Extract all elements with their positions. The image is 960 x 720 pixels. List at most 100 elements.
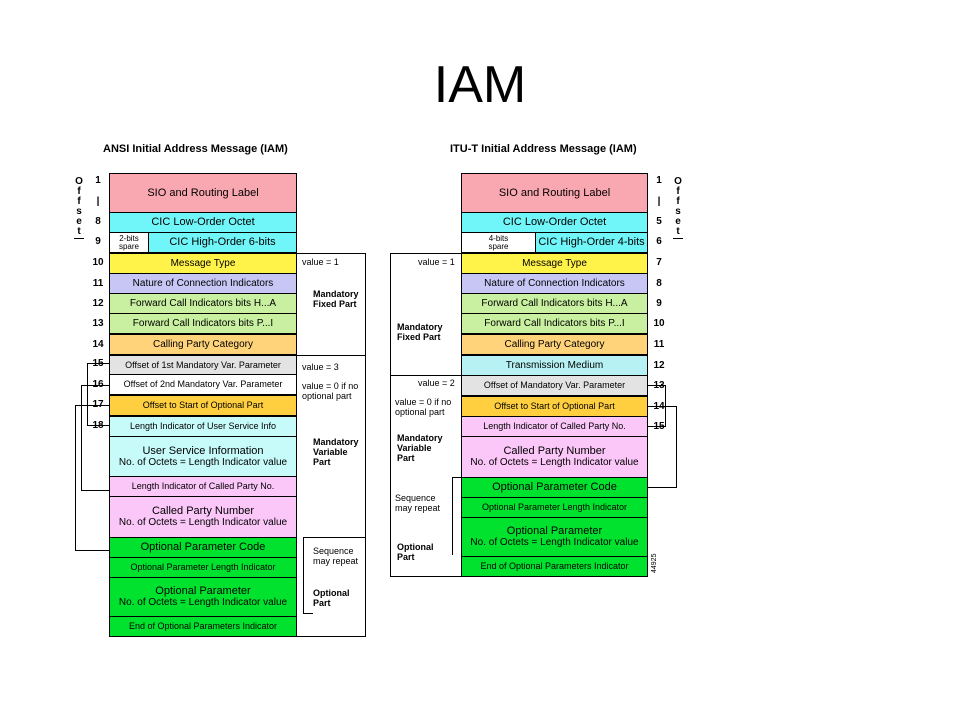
itu-offset-number: 1 — [656, 175, 662, 186]
ansi-field-usi: User Service Information No. of Octets =… — [109, 436, 297, 477]
field-label: 2-bits spare — [118, 233, 139, 251]
ansi-offset-letter: t — [77, 226, 81, 237]
field-label: Forward Call Indicators bits H...A — [129, 298, 277, 309]
field-label: Offset to Start of Optional Part — [494, 401, 615, 411]
ansi-field-calling-category: Calling Party Category — [109, 334, 297, 355]
itu-offset-number: 7 — [656, 257, 662, 268]
field-label: CIC Low-Order Octet — [151, 216, 255, 228]
field-label: Optional Parameter Length Indicator — [130, 562, 276, 572]
field-label: CIC High-Order 6-bits — [169, 236, 276, 248]
field-label: Offset of 2nd Mandatory Var. Parameter — [123, 379, 283, 389]
field-label: Length Indicator of User Service Info — [129, 421, 277, 431]
itu-offset-letter: f — [676, 196, 680, 207]
field-label: Transmission Medium — [505, 360, 604, 371]
field-label: Forward Call Indicators bits P...I — [132, 318, 274, 329]
itu-field-cic-low: CIC Low-Order Octet — [461, 212, 648, 233]
itu-offset-number: 5 — [656, 216, 662, 227]
ansi-field-offset-2nd: Offset of 2nd Mandatory Var. Parameter — [109, 374, 297, 395]
ansi-field-sio: SIO and Routing Label — [109, 173, 297, 213]
annotation-line — [390, 375, 461, 376]
field-label: User Service Information — [142, 444, 264, 457]
itu-offset-number: | — [657, 196, 661, 207]
annotation-line — [303, 537, 304, 614]
ansi-offset-number: | — [96, 196, 100, 207]
itu-field-opt-param: Optional Parameter No. of Octets = Lengt… — [461, 517, 648, 557]
itu-offset-letter: O — [674, 176, 682, 187]
annotation-line — [390, 253, 461, 254]
ansi-field-fci-ha: Forward Call Indicators bits H...A — [109, 293, 297, 314]
ansi-note-optional-part: Optional Part — [313, 588, 350, 608]
ansi-note-mandatory-fixed: Mandatory Fixed Part — [313, 289, 359, 309]
itu-field-opt-length: Optional Parameter Length Indicator — [461, 497, 648, 518]
itu-offset-number: 6 — [656, 236, 662, 247]
field-label: CIC High-Order 4-bits — [538, 236, 645, 248]
field-label: Offset of Mandatory Var. Parameter — [483, 380, 626, 390]
ansi-field-opt-param: Optional Parameter No. of Octets = Lengt… — [109, 577, 297, 617]
field-label: Message Type — [522, 258, 587, 269]
annotation-line — [297, 636, 366, 637]
itu-field-cic-high: CIC High-Order 4-bits — [535, 232, 648, 253]
field-label: Calling Party Category — [504, 339, 605, 350]
ansi-note-mandatory-variable: Mandatory Variable Part — [313, 437, 359, 467]
itu-note-value-1: value = 1 — [418, 257, 455, 267]
itu-offset-number: 12 — [653, 360, 665, 371]
ansi-offset-number: 16 — [90, 379, 106, 390]
ansi-field-nature-connection: Nature of Connection Indicators — [109, 273, 297, 294]
ansi-offset-number: 1 — [95, 175, 101, 186]
field-sublabel: No. of Octets = Length Indicator value — [470, 537, 639, 548]
itu-offset-letter: f — [676, 186, 680, 197]
ansi-field-opt-length: Optional Parameter Length Indicator — [109, 557, 297, 578]
ansi-field-fci-pi: Forward Call Indicators bits P...I — [109, 313, 297, 334]
ansi-offset-letter: f — [77, 196, 81, 207]
itu-note-optional-part: Optional Part — [397, 542, 434, 562]
itu-field-offset-optional: Offset to Start of Optional Part — [461, 396, 648, 417]
field-label: End of Optional Parameters Indicator — [480, 561, 629, 571]
ansi-offset-number: 11 — [92, 278, 104, 289]
field-sublabel: No. of Octets = Length Indicator value — [118, 597, 288, 608]
ansi-offset-number: 9 — [95, 236, 101, 247]
annotation-line — [303, 537, 366, 538]
ansi-offset-number: 8 — [95, 216, 101, 227]
itu-offset-letter: t — [676, 226, 680, 237]
pointer-line — [75, 405, 110, 406]
ansi-field-len-usi: Length Indicator of User Service Info — [109, 416, 297, 437]
field-label: SIO and Routing Label — [147, 186, 259, 199]
field-label: Length Indicator of Called Party No. — [131, 481, 275, 491]
itu-note-value-2: value = 2 — [418, 378, 455, 388]
field-sublabel: No. of Octets = Length Indicator value — [118, 517, 288, 528]
pointer-line — [648, 426, 666, 427]
field-sublabel: No. of Octets = Length Indicator value — [470, 457, 639, 468]
pointer-line — [648, 406, 677, 407]
ansi-offset-letter: s — [76, 206, 82, 217]
pointer-line — [75, 550, 110, 551]
ansi-note-value-0: value = 0 if no optional part — [302, 381, 359, 401]
itu-field-fci-pi: Forward Call Indicators bits P...I — [461, 313, 648, 334]
itu-note-value-0: value = 0 if no optional part — [395, 397, 452, 417]
itu-field-len-called: Length Indicator of Called Party No. — [461, 416, 648, 437]
ansi-field-offset-1st: Offset of 1st Mandatory Var. Parameter — [109, 355, 297, 375]
itu-offset-letter: e — [675, 216, 681, 227]
itu-note-sequence-repeat: Sequence may repeat — [395, 493, 441, 513]
itu-caption: ITU-T Initial Address Message (IAM) — [450, 143, 637, 155]
itu-field-fci-ha: Forward Call Indicators bits H...A — [461, 293, 648, 314]
itu-field-called-number: Called Party Number No. of Octets = Leng… — [461, 436, 648, 478]
ansi-offset-letter: O — [75, 176, 83, 187]
ansi-field-len-called: Length Indicator of Called Party No. — [109, 476, 297, 497]
field-label: Optional Parameter — [155, 585, 251, 597]
field-label: Calling Party Category — [152, 339, 254, 350]
ansi-offset-letter: f — [77, 186, 81, 197]
itu-field-calling-category: Calling Party Category — [461, 334, 648, 355]
itu-field-message-type: Message Type — [461, 253, 648, 274]
pointer-line — [648, 487, 677, 488]
field-label: Nature of Connection Indicators — [132, 278, 274, 289]
field-label: Called Party Number — [503, 445, 606, 457]
annotation-line — [390, 576, 461, 577]
ansi-note-value-1: value = 1 — [302, 257, 339, 267]
ansi-offset-number: 17 — [90, 399, 106, 410]
ansi-offset-underline — [74, 238, 84, 239]
annotation-line — [365, 253, 366, 637]
itu-field-transmission-medium: Transmission Medium — [461, 355, 648, 376]
itu-offset-number: 11 — [653, 339, 665, 350]
field-label: End of Optional Parameters Indicator — [128, 621, 278, 631]
annotation-line — [297, 355, 366, 356]
